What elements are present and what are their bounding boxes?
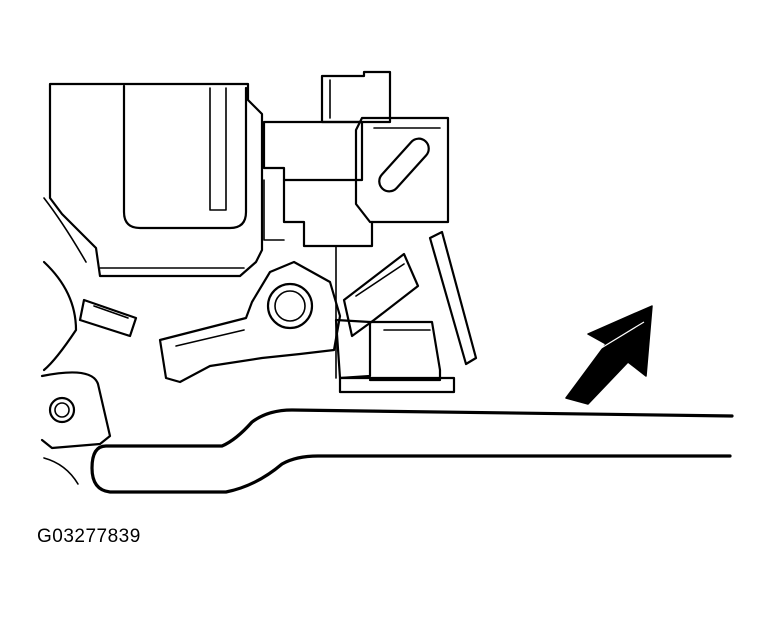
lower-block (334, 230, 478, 394)
upper-mechanism (262, 70, 450, 379)
indicator-arrow (565, 305, 653, 405)
tool-rod (90, 408, 734, 494)
figure-code-label: G03277839 (37, 526, 141, 547)
left-arm (42, 197, 138, 372)
latch-housing (48, 82, 264, 278)
lower-bracket (40, 371, 112, 485)
lever-assembly (158, 252, 420, 384)
